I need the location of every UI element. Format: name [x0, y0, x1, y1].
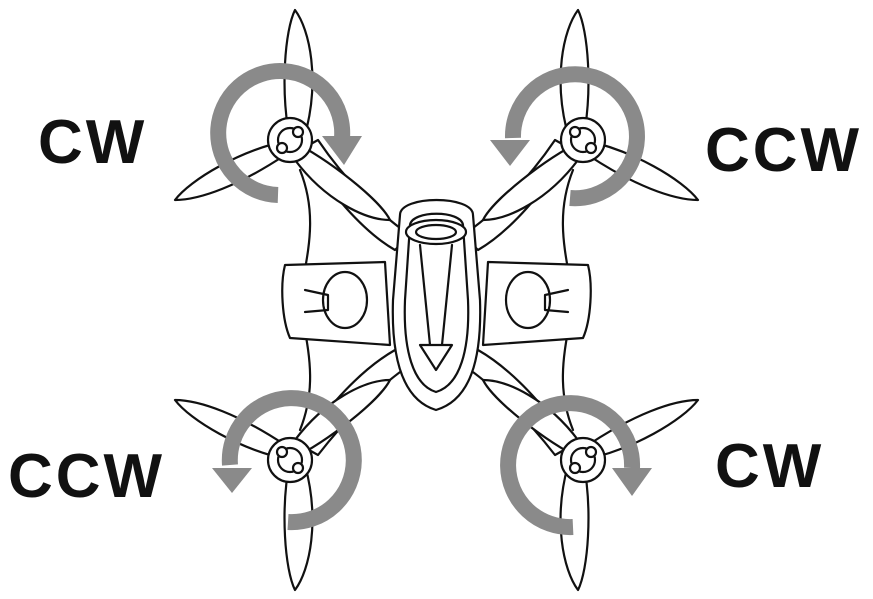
arrowhead-front-right: [490, 140, 530, 166]
rotor-label-rear-right: CW: [715, 436, 824, 498]
propeller-rear-left: [175, 380, 390, 590]
arrowhead-rear-right: [612, 468, 652, 496]
side-pod-right-window: [506, 272, 550, 328]
rotor-label-front-left: CW: [38, 112, 147, 174]
rotor-label-front-right: CCW: [705, 120, 862, 182]
propeller-front-left: [175, 10, 390, 220]
side-pod-left-window: [323, 272, 367, 328]
camera-lens-inner: [416, 225, 456, 239]
arrowhead-rear-left: [212, 468, 252, 493]
rotor-label-rear-left: CCW: [8, 446, 165, 508]
